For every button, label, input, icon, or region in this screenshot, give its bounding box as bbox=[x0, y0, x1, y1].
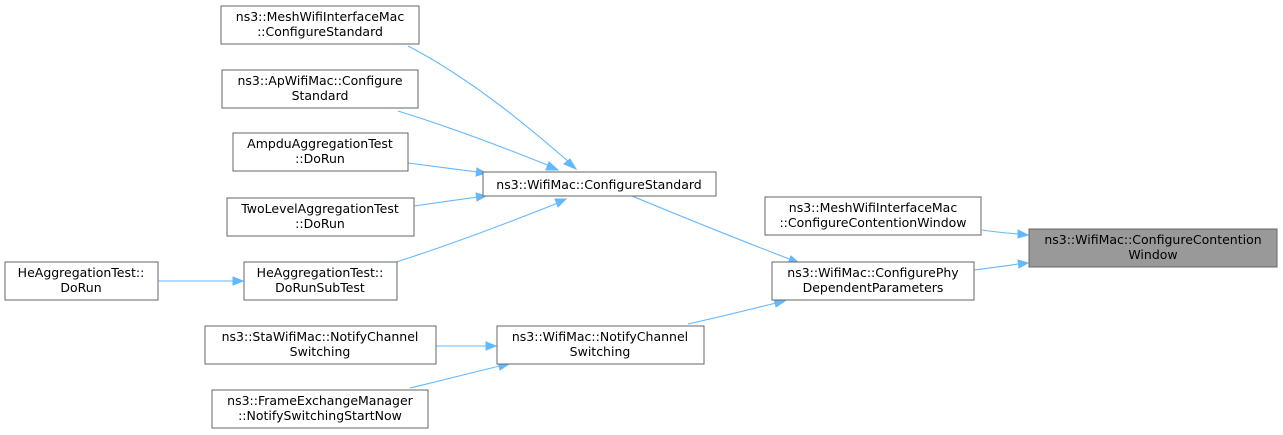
edge-wifimac-cfg-phy-to-wifimac-cfg-cw bbox=[973, 259, 1030, 271]
node-label-line2: Switching bbox=[290, 344, 351, 359]
node-label-line1: ns3::MeshWifiInterfaceMac bbox=[789, 200, 958, 215]
node-wifimac-configure-standard[interactable]: ns3::WifiMac::ConfigureStandard bbox=[482, 171, 717, 197]
node-label-line2: ::DoRun bbox=[295, 216, 345, 231]
node-label-line1: TwoLevelAggregationTest bbox=[240, 201, 399, 216]
node-label-line2: DoRunSubTest bbox=[275, 280, 365, 295]
node-label-line1: HeAggregationTest:: bbox=[257, 265, 384, 280]
node-label-line2: ::ConfigureStandard bbox=[257, 24, 383, 39]
node-he-aggregation-dorunsubtest[interactable]: HeAggregationTest:: DoRunSubTest bbox=[243, 261, 398, 301]
node-label-line1: ns3::StaWifiMac::NotifyChannel bbox=[222, 329, 419, 344]
node-label-line1: HeAggregationTest:: bbox=[18, 265, 145, 280]
node-label-line1: ns3::WifiMac::NotifyChannel bbox=[512, 329, 688, 344]
node-label-line2: Switching bbox=[570, 344, 631, 359]
edge-he-dorun-to-he-dorunsub bbox=[158, 276, 245, 286]
node-label-line1: AmpduAggregationTest bbox=[247, 136, 393, 151]
node-label-line2: Standard bbox=[292, 88, 349, 103]
node-sta-notify-channel-switching[interactable]: ns3::StaWifiMac::NotifyChannel Switching bbox=[204, 325, 437, 365]
node-label-line1: ns3::WifiMac::ConfigurePhy bbox=[787, 265, 959, 280]
edge-ampdu-dorun-to-wifimac-cfg-std bbox=[407, 162, 488, 177]
node-label-line2: ::ConfigureContentionWindow bbox=[779, 215, 966, 230]
node-label-line2: ::DoRun bbox=[295, 151, 345, 166]
node-wifimac-configure-contention-window[interactable]: ns3::WifiMac::ConfigureContention Window bbox=[1028, 228, 1278, 268]
node-he-aggregation-dorun[interactable]: HeAggregationTest:: DoRun bbox=[4, 261, 159, 301]
node-ampdu-aggregation-dorun[interactable]: AmpduAggregationTest ::DoRun bbox=[232, 132, 409, 172]
node-mesh-configure-standard[interactable]: ns3::MeshWifiInterfaceMac ::ConfigureSta… bbox=[220, 5, 420, 45]
node-mesh-configure-contention-window[interactable]: ns3::MeshWifiInterfaceMac ::ConfigureCon… bbox=[764, 196, 982, 236]
node-twolevel-aggregation-dorun[interactable]: TwoLevelAggregationTest ::DoRun bbox=[226, 197, 415, 237]
node-label-line1: ns3::WifiMac::ConfigureStandard bbox=[496, 177, 701, 192]
edge-sta-notify-to-wifimac-notify bbox=[436, 341, 498, 351]
edge-ap-cfg-std-to-wifimac-cfg-std bbox=[397, 110, 560, 171]
edge-mesh-cfg-std-to-wifimac-cfg-std bbox=[407, 45, 578, 171]
node-frame-exchange-notify-switching[interactable]: ns3::FrameExchangeManager ::NotifySwitch… bbox=[211, 389, 429, 429]
node-label-line1: ns3::WifiMac::ConfigureContention bbox=[1044, 232, 1261, 247]
node-wifimac-configure-phy-dependent-parameters[interactable]: ns3::WifiMac::ConfigurePhy DependentPara… bbox=[771, 261, 975, 301]
node-label-line1: ns3::MeshWifiInterfaceMac bbox=[236, 9, 405, 24]
node-wifimac-notify-channel-switching[interactable]: ns3::WifiMac::NotifyChannel Switching bbox=[496, 325, 705, 365]
edge-mesh-cfg-cw-to-wifimac-cfg-cw bbox=[981, 229, 1030, 239]
node-label-line2: Window bbox=[1128, 247, 1177, 262]
node-ap-configure-standard[interactable]: ns3::ApWifiMac::Configure Standard bbox=[221, 69, 419, 109]
edge-fem-notify-to-wifimac-notify bbox=[409, 361, 511, 389]
node-label-line1: ns3::ApWifiMac::Configure bbox=[237, 73, 402, 88]
node-label-line2: DoRun bbox=[60, 280, 101, 295]
node-label-line1: ns3::FrameExchangeManager bbox=[227, 393, 413, 408]
edge-wifimac-notify-to-wifimac-cfg-phy bbox=[687, 298, 787, 325]
edge-he-dorunsub-to-wifimac-cfg-std bbox=[395, 198, 568, 263]
edge-twolevel-dorun-to-wifimac-cfg-std bbox=[413, 192, 488, 207]
node-label-line2: DependentParameters bbox=[803, 280, 944, 295]
node-label-line2: ::NotifySwitchingStartNow bbox=[238, 408, 402, 423]
